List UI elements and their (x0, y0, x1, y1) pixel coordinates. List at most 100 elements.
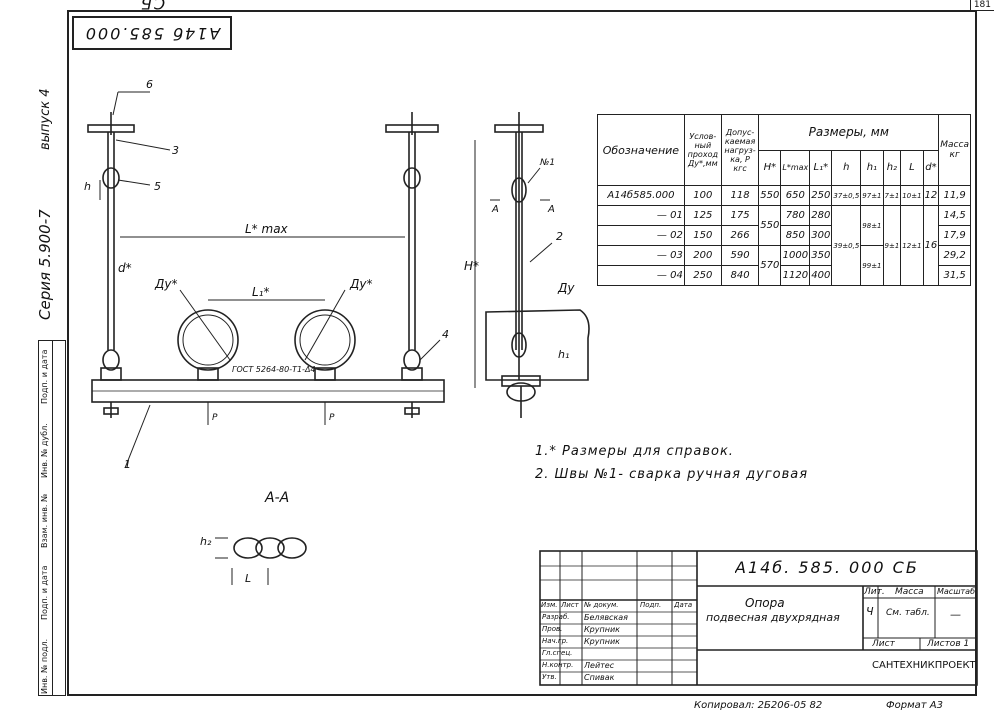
tb-person: Лейтес (584, 661, 615, 670)
weld-callout: №1 (539, 158, 555, 168)
cell-h-550b: 550 (758, 205, 782, 246)
cell-d-mid: 16 (922, 205, 940, 286)
row-lmax: 1000 (780, 245, 811, 266)
row-mass: 31,5 (938, 265, 971, 286)
th-h-star: H* (758, 149, 782, 186)
cell-h1-top: 97±1 (860, 185, 884, 206)
tb-role: Пров. (542, 625, 563, 633)
row-l1: 300 (809, 225, 833, 246)
tb-scale-value: — (950, 608, 961, 621)
tb-organization: САНТЕХНИКПРОЕКТ (872, 660, 976, 671)
dimensions-table: Обозначение Услов-ный проход Ду*,мм Допу… (597, 114, 971, 286)
row-designation: — 02 (597, 225, 685, 246)
row-dy: 100 (683, 185, 722, 206)
callout-6: 6 (146, 78, 153, 91)
th-h: h (831, 149, 862, 186)
cell-h1-bot: 99±1 (860, 245, 884, 286)
row-l1: 400 (809, 265, 833, 286)
row-lmax: 1120 (780, 265, 811, 286)
cell-h-top: 37±0,5 (831, 185, 862, 206)
row-dy: 250 (683, 265, 722, 286)
row-l1: 280 (809, 205, 833, 226)
row-load: 266 (720, 225, 760, 246)
cell-d-top: 12 (922, 185, 940, 206)
row-lmax: 850 (780, 225, 811, 246)
footer-format: Формат А3 (886, 700, 943, 711)
drawing-frame (67, 10, 977, 696)
note-1: 1.* Размеры для справок. (535, 444, 734, 459)
row-load: 118 (720, 185, 760, 206)
row-designation: А14б585.000 (597, 185, 685, 206)
tb-mass-value: См. табл. (886, 608, 930, 618)
row-dy: 200 (683, 245, 722, 266)
note-2: 2. Швы №1- сварка ручная дуговая (535, 467, 809, 482)
tb-role: Н.контр. (542, 661, 574, 669)
tb-col-date: Дата (674, 601, 693, 609)
th-dims: Размеры, мм (758, 114, 940, 151)
tb-lit-header: Лит. (864, 587, 885, 597)
tb-lit-value: Ч (866, 605, 874, 618)
dim-d: d* (118, 261, 132, 275)
tb-col-list: Лист (561, 601, 579, 609)
row-mass: 14,5 (938, 205, 971, 226)
th-passage: Услов-ный проход Ду*,мм (683, 114, 722, 186)
tb-role: Разраб. (542, 613, 570, 621)
left-strip-divider (52, 340, 53, 696)
section-mark-left: А (491, 204, 499, 215)
th-d: d* (922, 149, 940, 186)
th-l: L (900, 149, 924, 186)
callout-5: 5 (154, 180, 161, 193)
table-row: — 03 200 590 570 1000 350 99±1 29,2 (597, 245, 971, 286)
cell-h-570: 570 (758, 245, 782, 286)
dim-l1: L₁* (252, 285, 270, 299)
cell-h2-mid: 9±1 (882, 205, 902, 286)
side-dy: Ду (557, 281, 575, 295)
cell-l-top: 10±1 (900, 185, 924, 206)
gost-label: ГОСТ 5264-80-Т1-Δ4 (232, 365, 316, 374)
row-mass: 29,2 (938, 245, 971, 266)
row-l1: 350 (809, 245, 833, 266)
tb-sheet: Лист (872, 639, 895, 649)
tb-col-izm: Изм. (541, 601, 558, 609)
tb-col-sign: Подп. (640, 601, 662, 609)
callout-2: 2 (556, 230, 563, 243)
dim-dy-left: Ду* (154, 277, 177, 291)
cell-h1-mid: 98±1 (860, 205, 884, 246)
section-mark-right: А (547, 204, 555, 215)
callout-4: 4 (442, 328, 449, 341)
cell-h-mid: 39±0,5 (831, 205, 862, 286)
th-l1: L₁* (809, 149, 833, 186)
table-row: — 01 125 175 550 780 280 39±0,5 98±1 9±1… (597, 205, 971, 286)
title-name-line1: Опора (745, 596, 785, 610)
row-mass: 11,9 (938, 185, 971, 206)
row-mass: 17,9 (938, 225, 971, 246)
title-name-line2: подвесная двухрядная (706, 611, 840, 624)
row-designation: — 04 (597, 265, 685, 286)
row-load: 840 (720, 265, 760, 286)
dim-lmax: L* max (245, 222, 289, 236)
th-designation: Обозначение (597, 114, 685, 186)
th-h2: h₂ (882, 149, 902, 186)
tb-person: Крупник (584, 637, 620, 646)
tb-person: Спивак (584, 673, 615, 682)
table-row: А14б585.000 100 118 550 650 250 37±0,5 9… (597, 185, 971, 206)
callout-3: 3 (172, 144, 179, 157)
th-mass: Масса кг (938, 114, 971, 186)
row-dy: 125 (683, 205, 722, 226)
th-h1: h₁ (860, 149, 884, 186)
tb-role: Гл.спец. (542, 649, 573, 657)
tb-mass-header: Масса (895, 587, 924, 597)
row-designation: — 03 (597, 245, 685, 266)
row-lmax: 780 (780, 205, 811, 226)
dim-h1: h₁ (558, 348, 569, 361)
title-doc-code: А14б. 585. 000 СБ (735, 558, 919, 577)
dim-h2: h₂ (200, 535, 212, 548)
notes-block: 1.* Размеры для справок. 2. Швы №1- свар… (535, 440, 808, 486)
page-number: 181 (969, 0, 994, 11)
cell-l-mid: 12±1 (900, 205, 924, 286)
cell-h-550: 550 (758, 185, 782, 206)
dim-h: h (84, 180, 91, 193)
row-designation: — 01 (597, 205, 685, 226)
th-load: Допус-каемая нагруз-ка, P кгс (720, 114, 760, 186)
